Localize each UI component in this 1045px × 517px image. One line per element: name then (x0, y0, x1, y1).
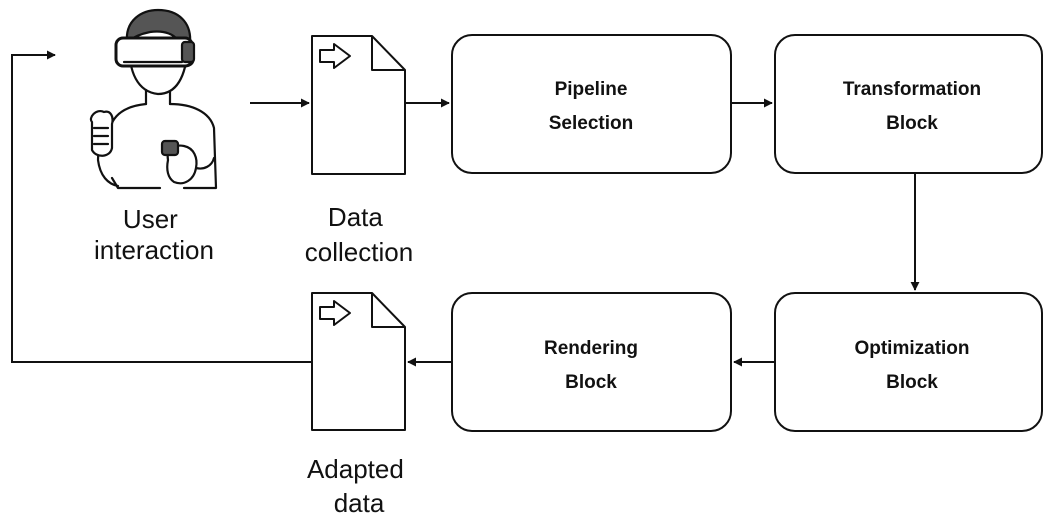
user-left-fingers (92, 126, 110, 146)
pipeline-selection-line1: Pipeline (555, 79, 628, 100)
vr-user-icon (89, 8, 218, 190)
data-collection-label: Data collection (305, 202, 413, 267)
data-collection-arrow-icon (319, 43, 351, 69)
data-collection-document-icon (311, 35, 406, 175)
adapted-data-line1: Adapted (307, 454, 404, 484)
pipeline-selection-line2: Selection (549, 113, 633, 134)
optimization-block-box: Optimization Block (774, 292, 1043, 432)
arrow-feedback-loop (11, 50, 312, 363)
optimization-block-line1: Optimization (854, 338, 969, 359)
user-interaction-line1: User (123, 204, 178, 234)
transformation-block-line2: Block (886, 113, 938, 134)
transformation-block-line1: Transformation (843, 79, 981, 100)
data-collection-line2: collection (305, 237, 413, 267)
adapted-data-label: Adapted data (307, 454, 411, 517)
transformation-block-box: Transformation Block (774, 34, 1043, 174)
data-collection-line1: Data (328, 202, 383, 232)
vr-headset-strap (180, 40, 196, 64)
pipeline-selection-box: Pipeline Selection (451, 34, 732, 174)
adapted-data-line2: data (334, 488, 385, 517)
adapted-data-arrow-icon (319, 300, 351, 326)
adapted-data-document-icon (311, 292, 406, 431)
optimization-block-line2: Block (886, 372, 938, 393)
user-right-arm (194, 156, 216, 170)
rendering-block-line2: Block (565, 372, 617, 393)
rendering-block-box: Rendering Block (451, 292, 732, 432)
controller-icon (160, 139, 180, 157)
user-neck (144, 88, 172, 106)
user-interaction-line2: interaction (94, 235, 214, 265)
user-interaction-label: User interaction (94, 204, 214, 265)
rendering-block-line1: Rendering (544, 338, 638, 359)
user-left-hand (89, 110, 114, 157)
